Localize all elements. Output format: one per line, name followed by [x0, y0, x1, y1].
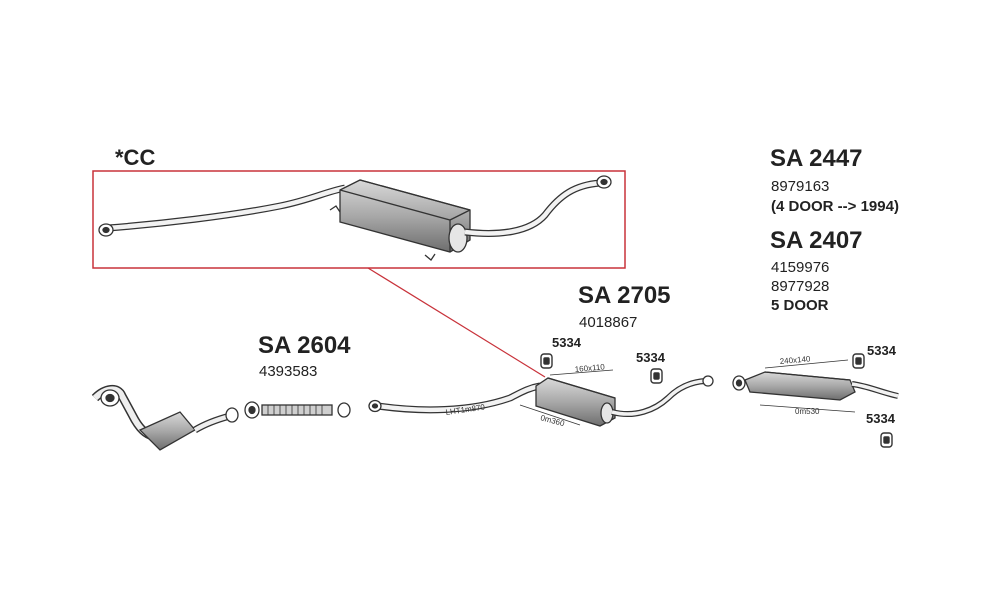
rubber-mount-2	[650, 368, 663, 384]
part-code-sa2447: SA 2447	[770, 145, 863, 172]
part-number-sa2604: 4393583	[259, 363, 318, 380]
part-code-sa2604: SA 2604	[258, 332, 351, 359]
rear-silencer: 240x140 0m530	[732, 354, 899, 416]
intermediate-pipe: LHT1m870	[368, 382, 541, 417]
pipe-length-label: LHT1m870	[445, 402, 486, 416]
mount-code-2: 5334	[636, 350, 665, 365]
rubber-mount-4	[880, 432, 893, 448]
part-number-sa2407-b: 8977928	[771, 278, 830, 295]
rubber-mount-1	[540, 353, 553, 369]
part-number-sa2407-a: 4159976	[771, 259, 830, 276]
front-downpipe-catalyst	[91, 385, 239, 451]
rear-box-size-label: 240x140	[779, 354, 811, 366]
front-flex-pipe	[244, 401, 351, 419]
mount-code-4: 5334	[866, 411, 895, 426]
middle-silencer: 160x110 0m360	[519, 362, 714, 428]
detail-leader-line	[367, 267, 546, 378]
part-code-sa2407: SA 2407	[770, 227, 863, 254]
mount-code-1: 5334	[552, 335, 581, 350]
part-number-sa2705: 4018867	[579, 314, 638, 331]
detail-middle-silencer	[98, 175, 612, 261]
mid-box-size-label: 160x110	[574, 362, 605, 374]
part-code-sa2705: SA 2705	[578, 282, 671, 309]
detail-callout-box	[92, 170, 626, 269]
part-note-sa2407: 5 DOOR	[771, 297, 829, 314]
part-number-sa2447: 8979163	[771, 178, 830, 195]
rubber-mount-3	[852, 353, 865, 369]
part-note-sa2447: (4 DOOR --> 1994)	[771, 198, 899, 215]
rear-length-label: 0m530	[795, 407, 820, 416]
mid-length-label: 0m360	[539, 413, 565, 428]
detail-label: *CC	[115, 145, 156, 170]
mount-code-3: 5334	[867, 343, 896, 358]
